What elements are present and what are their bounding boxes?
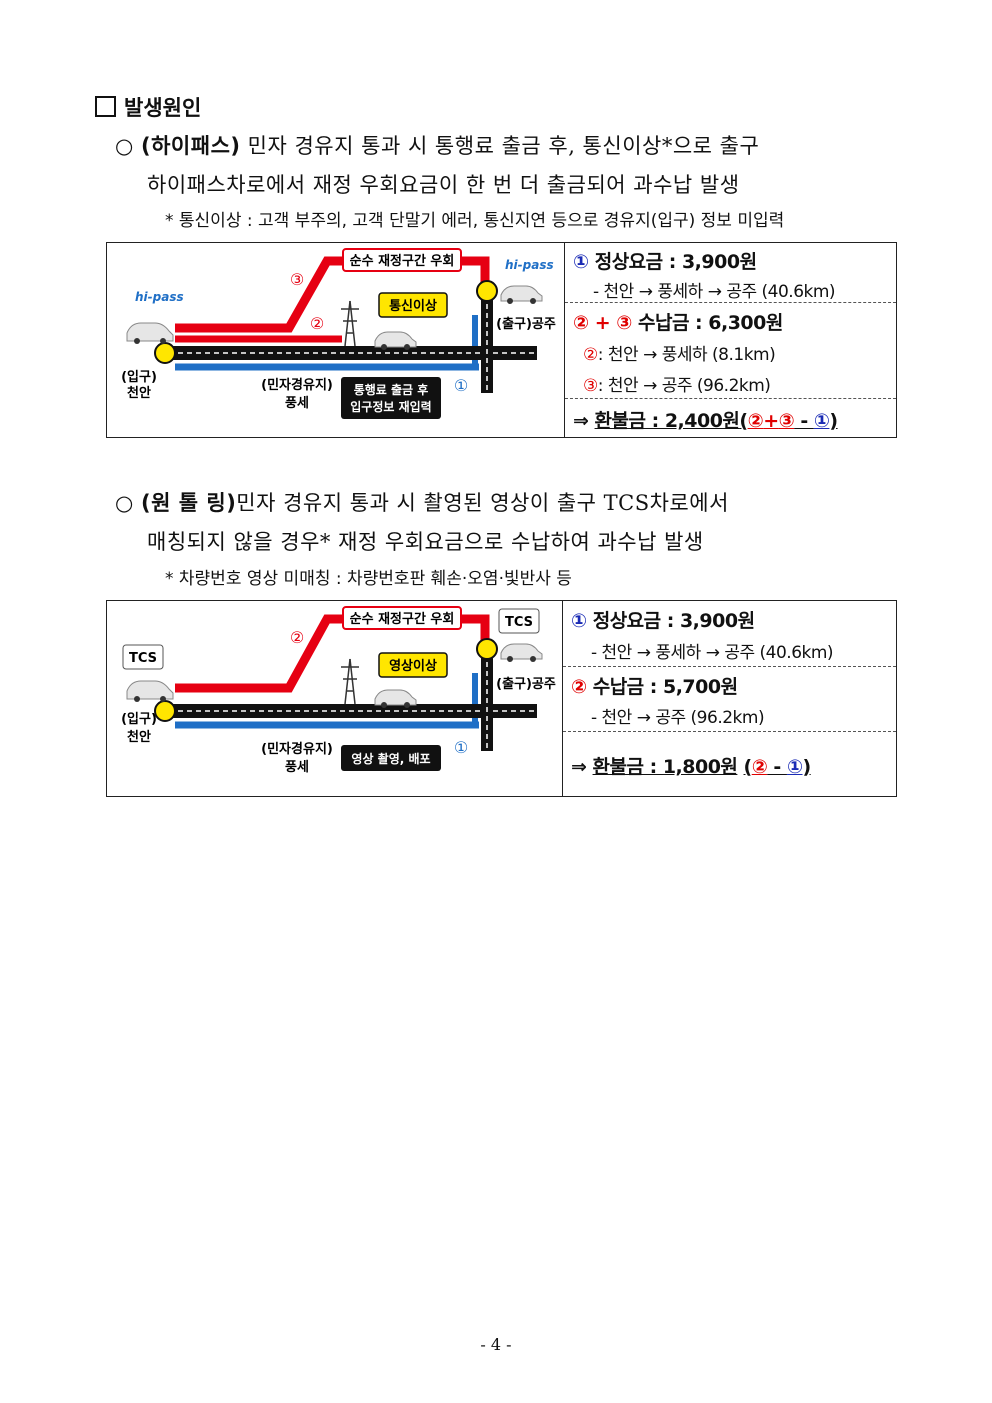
section2-line2: 매칭되지 않을 경우* 재정 우회요금으로 수납하여 과수납 발생 <box>147 530 704 554</box>
route-mark-2: ② <box>310 314 324 333</box>
via-box-line2: 입구정보 재입력 <box>350 399 431 414</box>
entry-label: (입구) <box>121 712 157 727</box>
fare-row-collected: ② + ③ 수납금 : 6,300원 ②: 천안 → 풍세하 (8.1km) ③… <box>565 303 896 399</box>
exit-tcs-logo: TCS <box>505 615 533 630</box>
top-route-label: 순수 재정구간 우회 <box>350 253 455 269</box>
circle-bullet-icon: ○ <box>115 134 134 158</box>
route-mark-1: ① <box>454 376 468 395</box>
via-box-line1: 통행료 출금 후 <box>354 382 429 397</box>
section1-line2: 하이패스차로에서 재정 우회요금이 한 번 더 출금되어 과수납 발생 <box>147 173 740 197</box>
section-heading: 발생원인 <box>95 92 201 122</box>
figure-tcs: 순수 재정구간 우회 영상이상 TCS <box>106 600 897 797</box>
implies-arrow-icon: ⇒ <box>573 410 589 432</box>
normal-fare-title: 정상요금 : 3,900원 <box>594 251 757 273</box>
section1-note: * 통신이상 : 고객 부주의, 고객 단말기 에러, 통신지연 등으로 경유지… <box>165 211 785 231</box>
figure-hipass: 순수 재정구간 우회 통신이상 <box>106 242 897 438</box>
entry-city: 천안 <box>127 385 151 401</box>
checkbox-square-icon <box>95 96 116 117</box>
exit-label: (출구)공주 <box>496 676 556 692</box>
fare-row-normal: ① 정상요금 : 3,900원 - 천안 → 풍세하 → 공주 (40.6km) <box>563 601 896 667</box>
fare-row-refund: ⇒ 환불금 : 2,400원(②+③ - ①) <box>573 410 838 432</box>
fare-row-collected: ② 수납금 : 5,700원 - 천안 → 공주 (96.2km) <box>563 667 896 732</box>
collected-fare-title: 수납금 : 5,700원 <box>592 676 738 698</box>
plus-sign: + <box>594 312 611 334</box>
entry-label: (입구) <box>121 370 157 385</box>
collected-route-a: : 천안 → 풍세하 (8.1km) <box>597 345 776 365</box>
top-route-label: 순수 재정구간 우회 <box>350 611 455 627</box>
event-label: 영상이상 <box>389 658 437 674</box>
car-icon <box>500 643 543 662</box>
page-number: - 4 - <box>480 1335 512 1354</box>
mark-2: ② <box>571 676 587 698</box>
mark-1: ① <box>573 251 589 273</box>
refund-title: 환불금 : 1,800원 <box>592 756 738 778</box>
mark-3: ③ <box>778 410 795 432</box>
via-label: (민자경유지) <box>261 741 333 757</box>
route-mark-1: ① <box>454 738 468 757</box>
circle-bullet-icon: ○ <box>115 491 134 515</box>
car-icon <box>374 689 417 708</box>
mark-2: ② <box>747 410 764 432</box>
antenna-tower-icon <box>341 300 359 347</box>
normal-fare-route: - 천안 → 풍세하 → 공주 (40.6km) <box>593 282 836 302</box>
section2-line1: ○ (원 톨 링)민자 경유지 통과 시 촬영된 영상이 출구 TCS차로에서 <box>115 487 729 517</box>
via-box: 영상 촬영, 배포 <box>351 751 430 766</box>
mark-1: ① <box>786 756 803 778</box>
fare-table-tcs: ① 정상요금 : 3,900원 - 천안 → 풍세하 → 공주 (40.6km)… <box>563 601 896 796</box>
exit-point-icon <box>476 638 498 660</box>
mark-2: ② <box>573 312 589 334</box>
route-diagram-tcs: 순수 재정구간 우회 영상이상 TCS <box>121 606 556 775</box>
refund-title: 환불금 : 2,400원 <box>594 410 740 432</box>
normal-fare-route: - 천안 → 풍세하 → 공주 (40.6km) <box>591 643 834 663</box>
mark-1: ① <box>571 610 587 632</box>
collected-fare-title: 수납금 : 6,300원 <box>637 312 783 334</box>
fare-row-normal: ① 정상요금 : 3,900원 - 천안 → 풍세하 → 공주 (40.6km) <box>565 243 896 303</box>
mark-3: ③ <box>583 376 598 396</box>
mark-2: ② <box>751 756 768 778</box>
car-icon <box>500 285 543 304</box>
diagram-hipass: 순수 재정구간 우회 통신이상 <box>107 243 565 437</box>
entry-point-icon <box>154 342 176 364</box>
via-city: 풍세 <box>285 760 309 775</box>
mark-2: ② <box>583 345 598 365</box>
entry-point-icon <box>154 700 176 722</box>
car-icon <box>126 680 174 702</box>
via-label: (민자경유지) <box>261 377 333 393</box>
event-label: 통신이상 <box>389 298 437 314</box>
section1-tag: (하이패스) <box>141 134 241 158</box>
collected-route-b: : 천안 → 공주 (96.2km) <box>597 376 771 396</box>
entry-city: 천안 <box>127 729 151 745</box>
mark-1: ① <box>813 410 830 432</box>
entry-hipass-logo: hi-pass <box>135 290 184 304</box>
diagram-tcs: 순수 재정구간 우회 영상이상 TCS <box>107 601 563 796</box>
section1-line1-text: 민자 경유지 통과 시 통행료 출금 후, 통신이상*으로 출구 <box>240 134 760 158</box>
antenna-tower-icon <box>341 658 359 705</box>
fare-table-hipass: ① 정상요금 : 3,900원 - 천안 → 풍세하 → 공주 (40.6km)… <box>565 243 896 437</box>
car-icon <box>126 322 174 344</box>
entry-tcs-logo: TCS <box>129 651 157 666</box>
exit-label: (출구)공주 <box>496 316 556 332</box>
heading-text: 발생원인 <box>124 96 202 120</box>
section2-line1-text: 민자 경유지 통과 시 촬영된 영상이 출구 TCS차로에서 <box>236 491 729 515</box>
implies-arrow-icon: ⇒ <box>571 756 587 778</box>
exit-point-icon <box>476 280 498 302</box>
exit-hipass-logo: hi-pass <box>505 258 554 272</box>
collected-fare-route: - 천안 → 공주 (96.2km) <box>591 708 765 728</box>
car-icon <box>374 331 417 350</box>
section2-tag: (원 톨 링) <box>141 491 237 515</box>
mark-3: ③ <box>616 312 632 334</box>
fare-row-refund: ⇒ 환불금 : 1,800원 (② - ①) <box>571 756 811 778</box>
red-detour-route <box>175 614 490 693</box>
section2-note: * 차량번호 영상 미매칭 : 차량번호판 훼손·오염·빛반사 등 <box>165 569 572 589</box>
section1-line1: ○ (하이패스) 민자 경유지 통과 시 통행료 출금 후, 통신이상*으로 출… <box>115 130 759 160</box>
route-mark-2: ② <box>290 628 304 647</box>
normal-fare-title: 정상요금 : 3,900원 <box>592 610 755 632</box>
red-detour-route <box>175 256 490 333</box>
route-diagram-hipass: 순수 재정구간 우회 통신이상 <box>121 248 556 419</box>
via-city: 풍세 <box>285 396 309 411</box>
route-mark-3: ③ <box>290 270 304 289</box>
